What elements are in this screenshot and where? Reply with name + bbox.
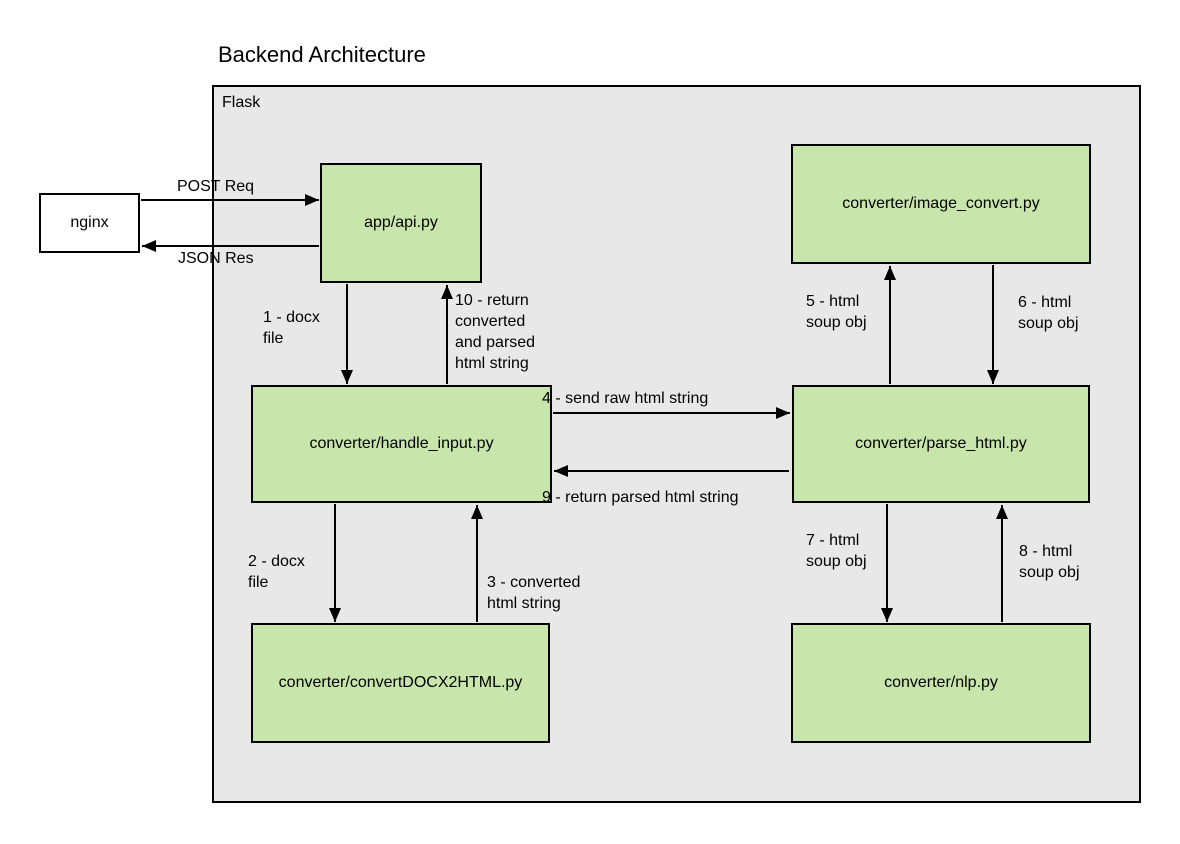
node-image-convert: converter/image_convert.py <box>791 144 1091 264</box>
edge-label-post-req: POST Req <box>177 178 255 195</box>
edge-label-step4: 4 - send raw html string <box>542 390 709 407</box>
node-handle-input-label: converter/handle_input.py <box>309 435 494 452</box>
edge-label-step7: 7 - html soup obj <box>806 532 867 570</box>
node-nginx-label: nginx <box>70 214 109 231</box>
edge-label-step9: 9 - return parsed html string <box>542 489 739 506</box>
node-nginx: nginx <box>39 193 140 253</box>
edge-label-step3: 3 - converted html string <box>487 574 581 612</box>
edge-label-step6: 6 - html soup obj <box>1018 294 1079 332</box>
edge-label-step5: 5 - html soup obj <box>806 293 867 331</box>
node-nlp: converter/nlp.py <box>791 623 1091 743</box>
edge-label-step1: 1 - docx file <box>263 309 320 347</box>
node-app-api: app/api.py <box>320 163 482 283</box>
edge-label-step10: 10 - return converted and parsed html st… <box>455 292 536 372</box>
node-parse-html: converter/parse_html.py <box>792 385 1090 503</box>
diagram-title: Backend Architecture <box>218 42 426 67</box>
edge-label-json-res: JSON Res <box>178 250 254 267</box>
edge-label-step2: 2 - docx file <box>248 553 305 591</box>
node-handle-input: converter/handle_input.py <box>251 385 552 503</box>
node-convert-docx2html: converter/convertDOCX2HTML.py <box>251 623 550 743</box>
node-parse-html-label: converter/parse_html.py <box>855 435 1027 452</box>
flask-container-label: Flask <box>222 94 261 111</box>
node-nlp-label: converter/nlp.py <box>884 674 998 691</box>
edge-label-step8: 8 - html soup obj <box>1019 543 1080 581</box>
node-image-convert-label: converter/image_convert.py <box>842 195 1040 212</box>
node-app-api-label: app/api.py <box>364 214 438 231</box>
node-convert-docx2html-label: converter/convertDOCX2HTML.py <box>278 674 523 691</box>
